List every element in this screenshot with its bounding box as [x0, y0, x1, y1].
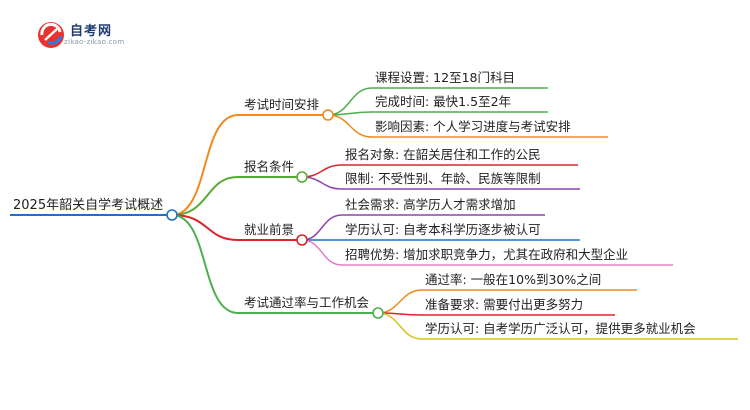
leaf-item: 课程设置: 12至18门科目 [375, 70, 515, 85]
leaf-item: 学历认可: 自考本科学历逐步被认可 [345, 222, 541, 237]
leaf-item: 通过率: 一般在10%到30%之间 [425, 272, 602, 287]
leaf-item: 报名对象: 在韶关居住和工作的公民 [345, 147, 541, 162]
branch-node-dot-2 [296, 171, 308, 183]
leaf-connector-3-3 [301, 239, 673, 266]
brand-logo[interactable] [36, 20, 156, 52]
branch-label-passrate: 考试通过率与工作机会 [244, 295, 370, 310]
leaf-connector-3-1 [301, 214, 545, 241]
leaf-item: 准备要求: 需要付出更多努力 [425, 297, 584, 312]
leaf-connector-1-3 [327, 114, 608, 138]
branch-node-dot-4 [372, 307, 384, 319]
branch-node-dot-1 [322, 109, 334, 121]
branch-connector-1 [171, 114, 328, 216]
leaf-connector-1-1 [327, 87, 548, 116]
branch-connector-3 [171, 214, 302, 241]
root-node-dot [166, 209, 178, 221]
branch-connector-4 [171, 214, 378, 314]
branch-label-schedule: 考试时间安排 [244, 97, 320, 112]
leaf-item: 社会需求: 高学历人才需求增加 [345, 197, 516, 212]
logo-icon [38, 22, 64, 48]
branch-label-requirements: 报名条件 [244, 159, 295, 174]
branch-connector-2 [171, 176, 302, 216]
brand-name: 自考网 [70, 24, 113, 39]
leaf-connector-1-2 [327, 111, 548, 116]
leaf-item: 影响因素: 个人学习进度与考试安排 [375, 119, 571, 134]
leaf-connector-4-3 [377, 312, 738, 340]
branch-node-dot-3 [296, 234, 308, 246]
leaf-item: 学历认可: 自考学历广泛认可，提供更多就业机会 [425, 321, 696, 336]
leaf-item: 招聘优势: 增加求职竞争力，尤其在政府和大型企业 [345, 247, 629, 262]
leaf-item: 限制: 不受性别、年龄、民族等限制 [345, 171, 541, 186]
branch-label-career: 就业前景 [244, 222, 295, 237]
leaf-item: 完成时间: 最快1.5至2年 [375, 94, 512, 109]
brand-url: zikao-zikao.com [64, 38, 125, 46]
leaf-connector-4-1 [377, 289, 637, 314]
mindmap-root: 2025年韶关自学考试概述 [13, 198, 164, 213]
leaf-connector-4-2 [377, 312, 615, 316]
